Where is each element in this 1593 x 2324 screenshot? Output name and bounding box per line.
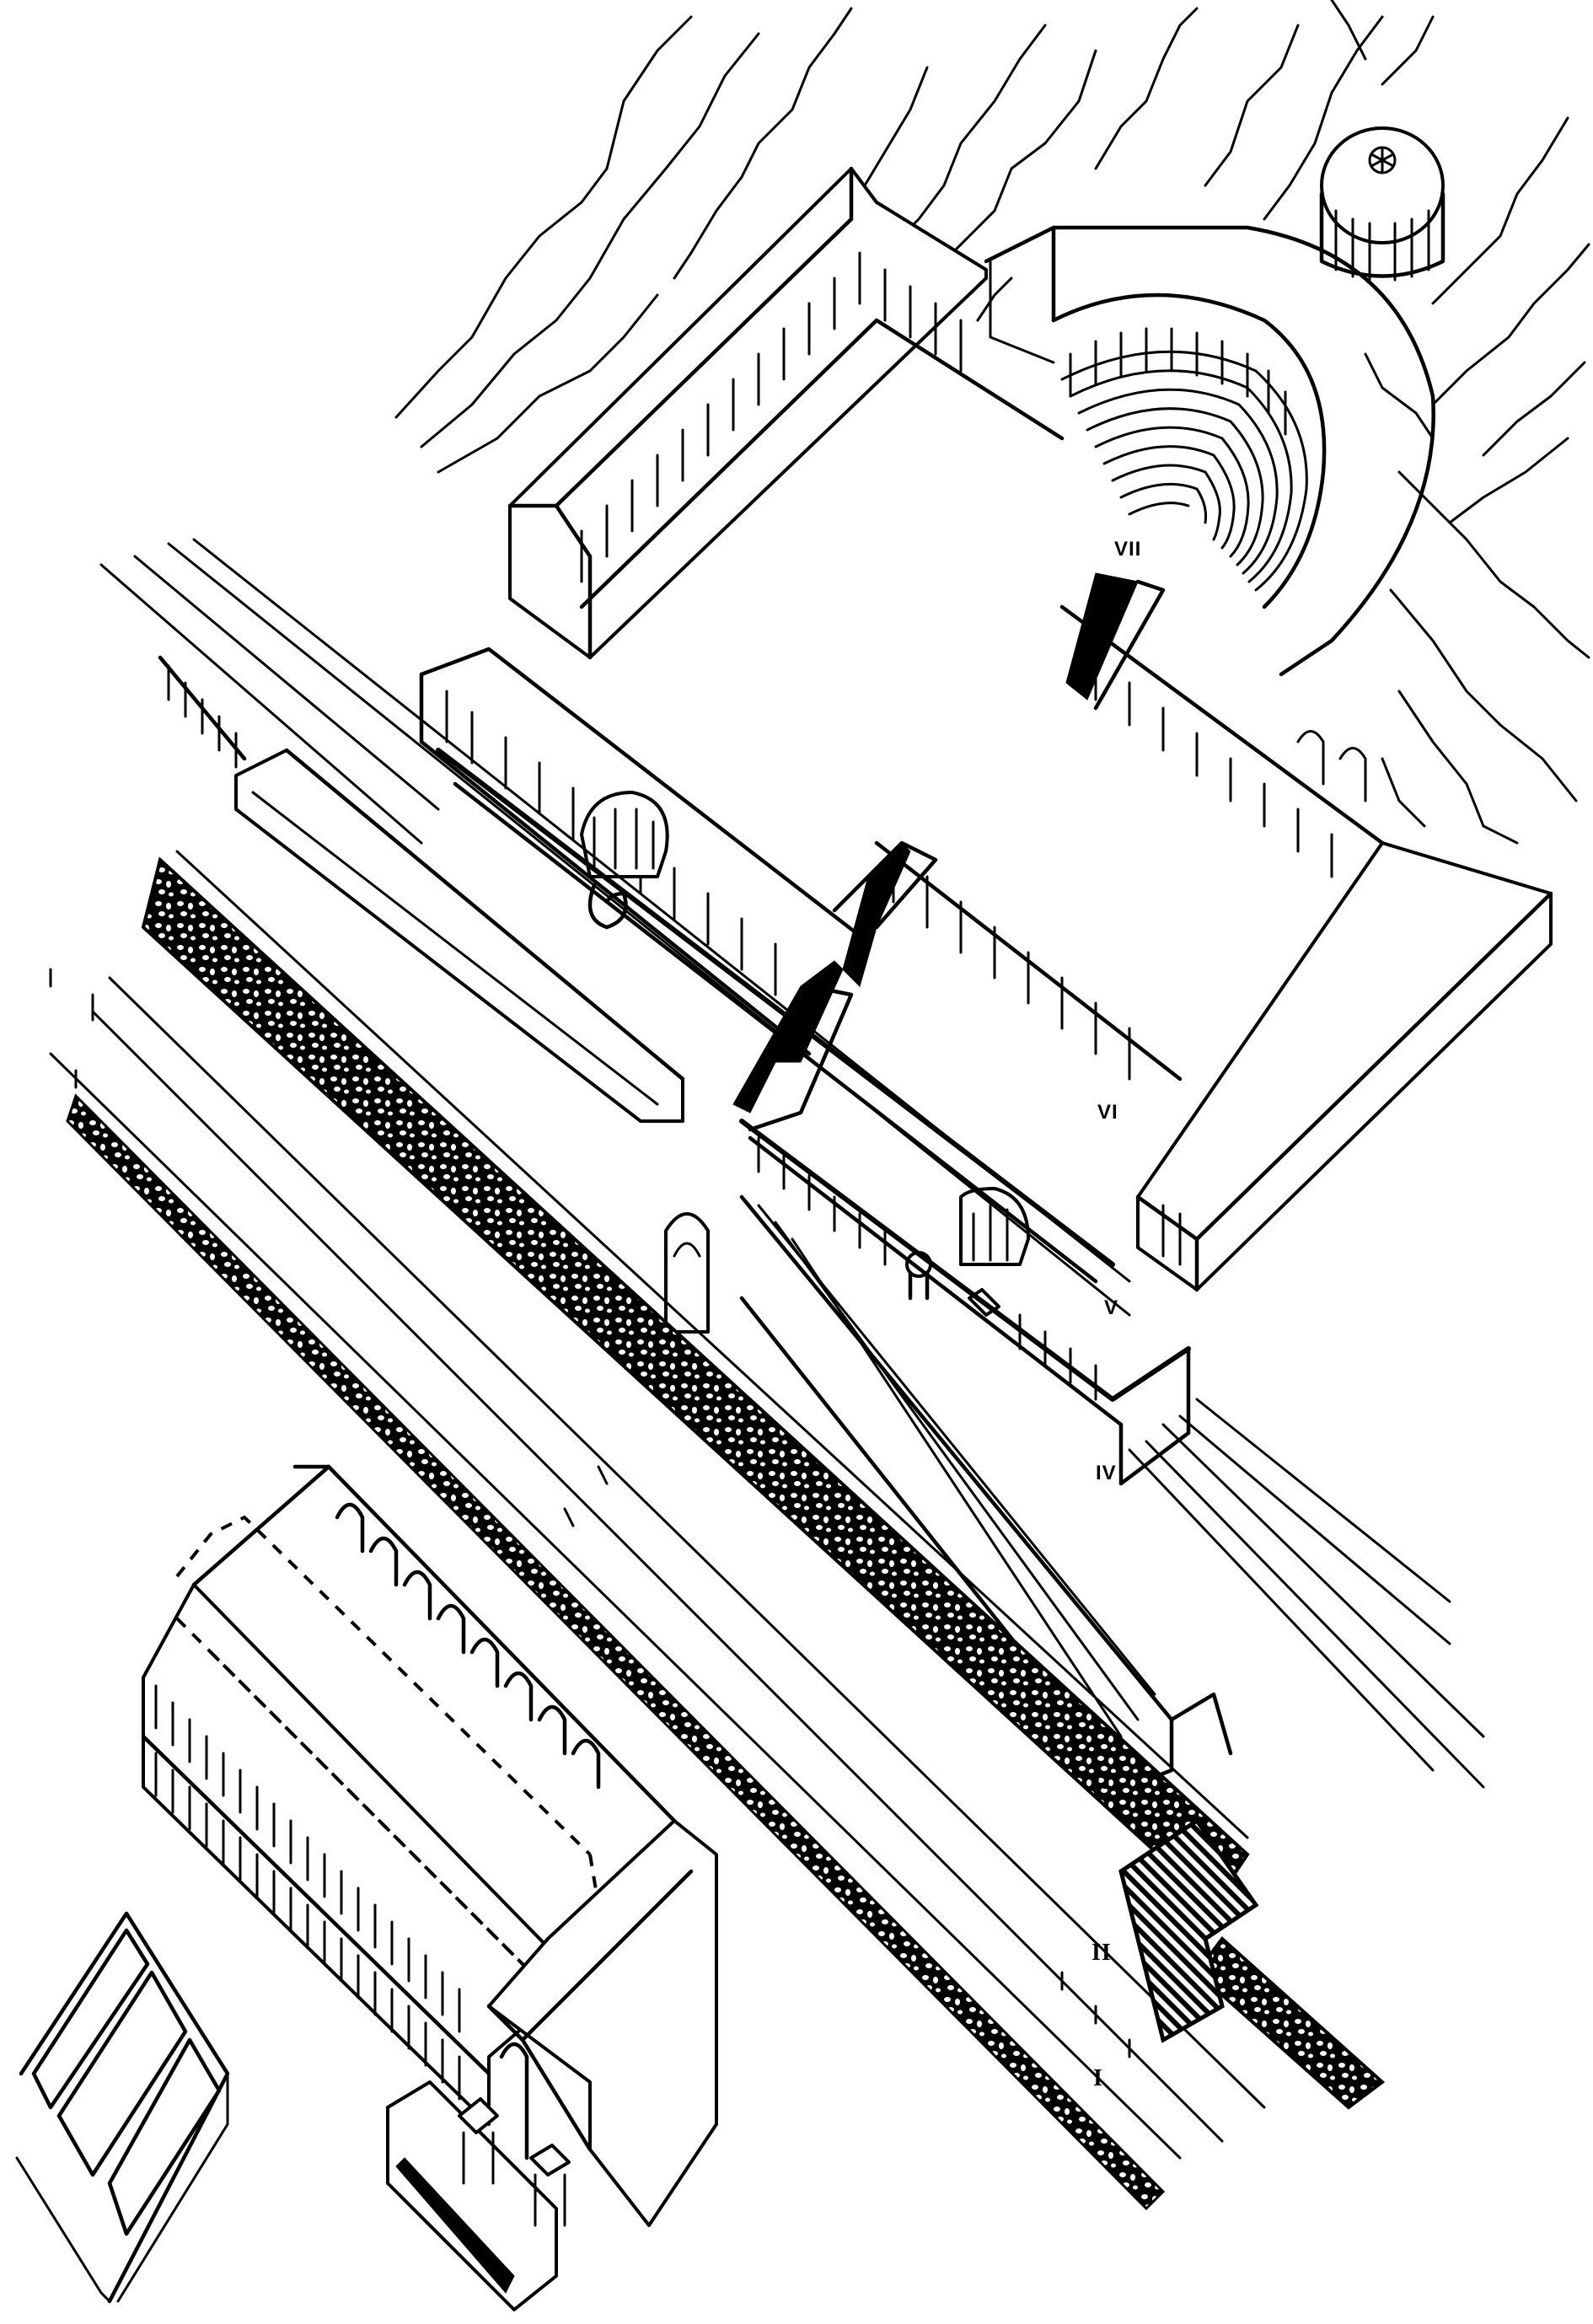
label-v: V — [1104, 1296, 1119, 1319]
label-ii: II — [1092, 1940, 1112, 1966]
terraces-upper — [436, 748, 1191, 1486]
exedrae — [580, 791, 1030, 1317]
label-vii: VII — [1114, 538, 1142, 561]
rotunda-temple — [1319, 126, 1446, 282]
ramps — [99, 538, 1485, 1790]
lower-stair — [1118, 1817, 1259, 2043]
upper-courtyard — [419, 166, 1553, 1292]
label-iii: III — [1092, 1768, 1123, 1795]
theatre — [984, 225, 1435, 711]
central-stairs — [732, 840, 938, 1132]
label-vi: VI — [1097, 1101, 1118, 1124]
lower-basilica — [141, 1464, 718, 2311]
scale-markers — [49, 968, 1131, 2058]
enclosure — [15, 1911, 230, 2304]
retaining-walls — [49, 850, 1386, 2211]
label-i: I — [1093, 2065, 1103, 2091]
label-iv: IV — [1096, 1462, 1117, 1484]
